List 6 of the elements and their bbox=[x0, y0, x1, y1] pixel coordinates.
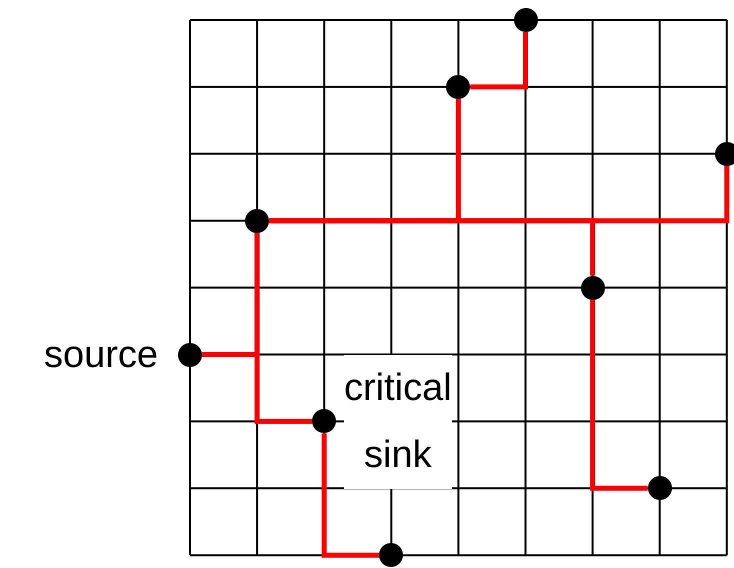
wire bbox=[269, 218, 596, 276]
wire bbox=[470, 32, 528, 90]
wire bbox=[590, 300, 648, 491]
wire bbox=[322, 433, 380, 558]
wire bbox=[254, 232, 312, 424]
pin-label: critical sink bbox=[344, 354, 452, 488]
